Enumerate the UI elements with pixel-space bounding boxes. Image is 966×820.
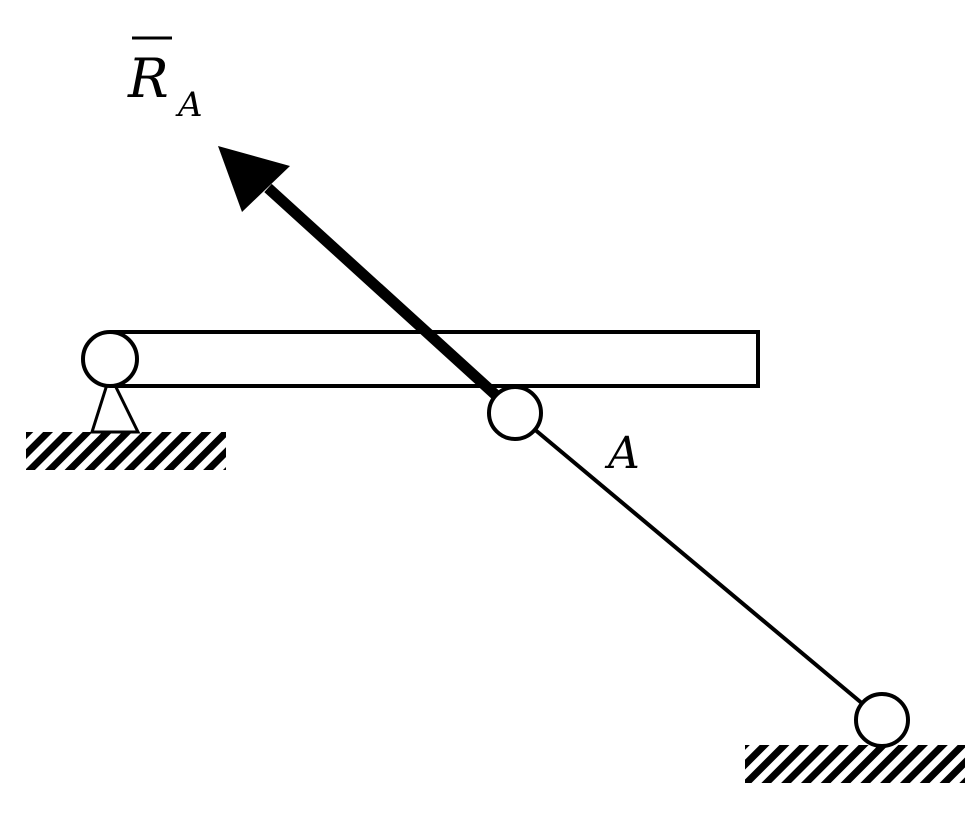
reaction-label-subscript: A <box>175 85 203 125</box>
rod <box>513 411 884 722</box>
point-a-label: A <box>604 428 640 479</box>
reaction-arrow-head <box>218 146 290 212</box>
reaction-label: R <box>127 47 169 110</box>
left-support-triangle <box>89 370 141 434</box>
left-ground <box>26 432 226 470</box>
right-ground <box>745 745 965 783</box>
left-hinge <box>81 330 139 388</box>
hinge-a <box>487 385 543 441</box>
reaction-arrow-shaft <box>264 183 514 413</box>
right-hinge <box>854 692 910 748</box>
